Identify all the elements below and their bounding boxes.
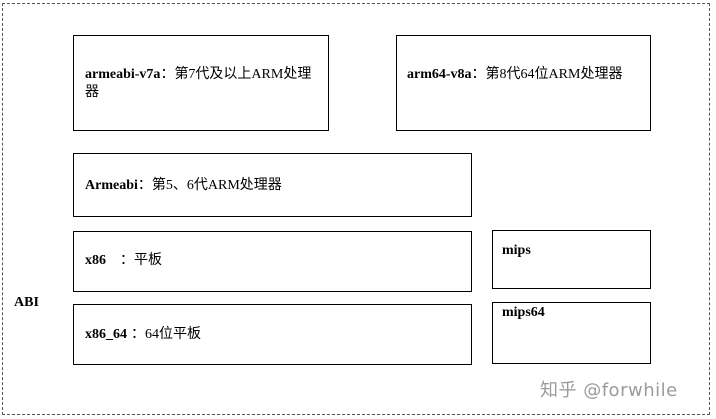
box-armeabi: Armeabi：第5、6代ARM处理器 (73, 153, 472, 217)
abi-description: 第7代及以上ARM处理器 (85, 67, 312, 100)
abi-description: 第8代64位ARM处理器 (485, 67, 623, 82)
abi-description: 第5、6代ARM处理器 (151, 178, 282, 193)
abi-name: armeabi-v7a (85, 67, 161, 82)
separator: ： (160, 67, 175, 82)
abi-name: mips64 (502, 305, 545, 320)
box-x86-text: x86 ：平板 (85, 252, 162, 270)
box-x86-64: x86_64 ：64位平板 (73, 304, 472, 365)
abi-description: 64位平板 (145, 327, 201, 342)
box-mips64: mips64 (492, 302, 651, 364)
box-armeabi-text: Armeabi：第5、6代ARM处理器 (85, 177, 282, 195)
watermark: 知乎 @forwhile (540, 380, 678, 401)
abi-name: arm64-v8a (407, 67, 472, 82)
abi-name: Armeabi (85, 178, 138, 193)
box-armeabi-v7a-text: armeabi-v7a：第7代及以上ARM处理器 (85, 66, 321, 102)
separator: ： (131, 327, 145, 342)
box-arm64-v8a: arm64-v8a：第8代64位ARM处理器 (396, 35, 651, 131)
separator: ： (120, 253, 134, 268)
box-arm64-v8a-text: arm64-v8a：第8代64位ARM处理器 (407, 66, 643, 84)
box-armeabi-v7a: armeabi-v7a：第7代及以上ARM处理器 (73, 35, 329, 131)
abi-name: x86 (85, 253, 106, 268)
abi-description: 平板 (134, 253, 162, 268)
box-mips: mips (492, 230, 651, 289)
box-x86: x86 ：平板 (73, 231, 472, 292)
abi-name: x86_64 (85, 327, 127, 342)
abi-name: mips (502, 243, 531, 258)
separator: ： (471, 67, 486, 82)
abi-frame (2, 3, 710, 415)
abi-label: ABI (14, 295, 39, 310)
separator: ： (137, 178, 152, 193)
box-x86-64-text: x86_64 ：64位平板 (85, 326, 201, 344)
